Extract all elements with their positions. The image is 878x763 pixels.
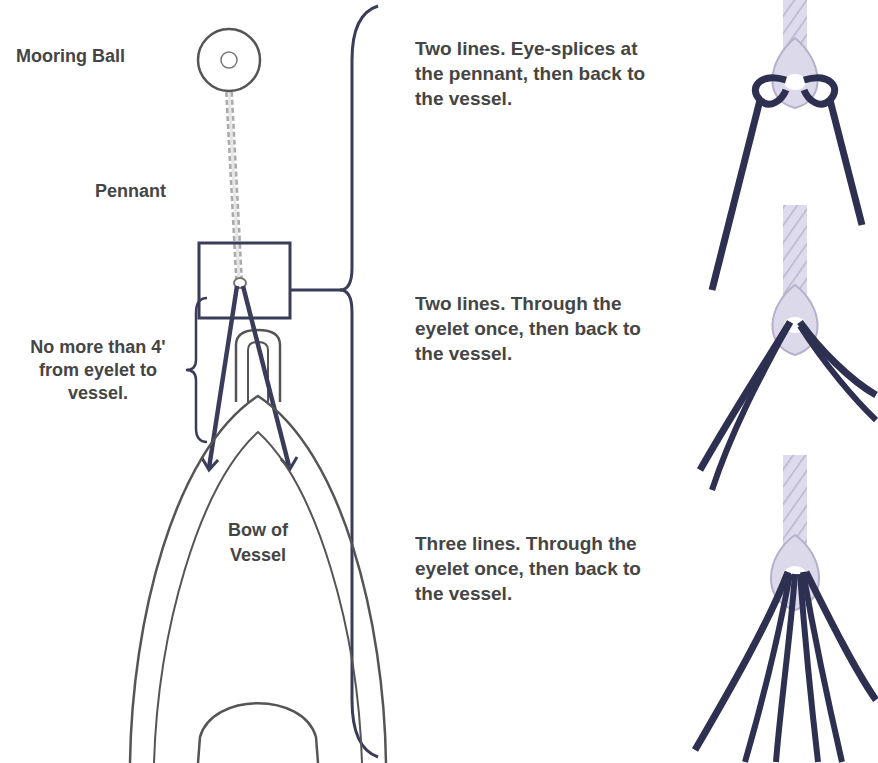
node-label: Mooring Ball (16, 45, 125, 68)
line (806, 572, 876, 700)
distance-brace (186, 298, 207, 442)
eyelet-hole (784, 74, 806, 90)
deck (198, 703, 318, 763)
cleat-mark (202, 458, 218, 470)
vessel-bow: Bow of Vessel (128, 392, 390, 763)
method-description: Three lines. Through the eyelet once, th… (415, 531, 657, 606)
pennant-rope (229, 92, 239, 280)
mooring-ball: Mooring Ball (16, 26, 266, 96)
pennant-rope-core (229, 92, 239, 280)
inset-box (199, 243, 290, 318)
inset-leader (290, 289, 342, 292)
line (712, 100, 760, 290)
hull-inner (154, 432, 362, 763)
method-description: Two lines. Eye-splices at the pennant, t… (415, 36, 657, 111)
line (800, 322, 876, 395)
distance-note: No more than 4' from eyelet to vessel. (14, 336, 182, 405)
node-outline (128, 392, 390, 763)
rope-details (695, 0, 876, 762)
rope (783, 455, 807, 545)
line (776, 574, 795, 762)
rope (783, 205, 807, 295)
ball-circle (198, 29, 260, 91)
pennant-label: Pennant (95, 180, 166, 203)
detail-3 (695, 455, 876, 762)
bracket (340, 6, 378, 757)
line (830, 100, 862, 225)
ball-hole (221, 52, 237, 68)
hull-outer (130, 396, 386, 763)
method-description: Two lines. Through the eyelet once, then… (415, 291, 657, 366)
node-label: Bow of Vessel (222, 518, 294, 568)
detail-2 (700, 205, 876, 490)
line (800, 326, 876, 420)
line (712, 322, 790, 490)
